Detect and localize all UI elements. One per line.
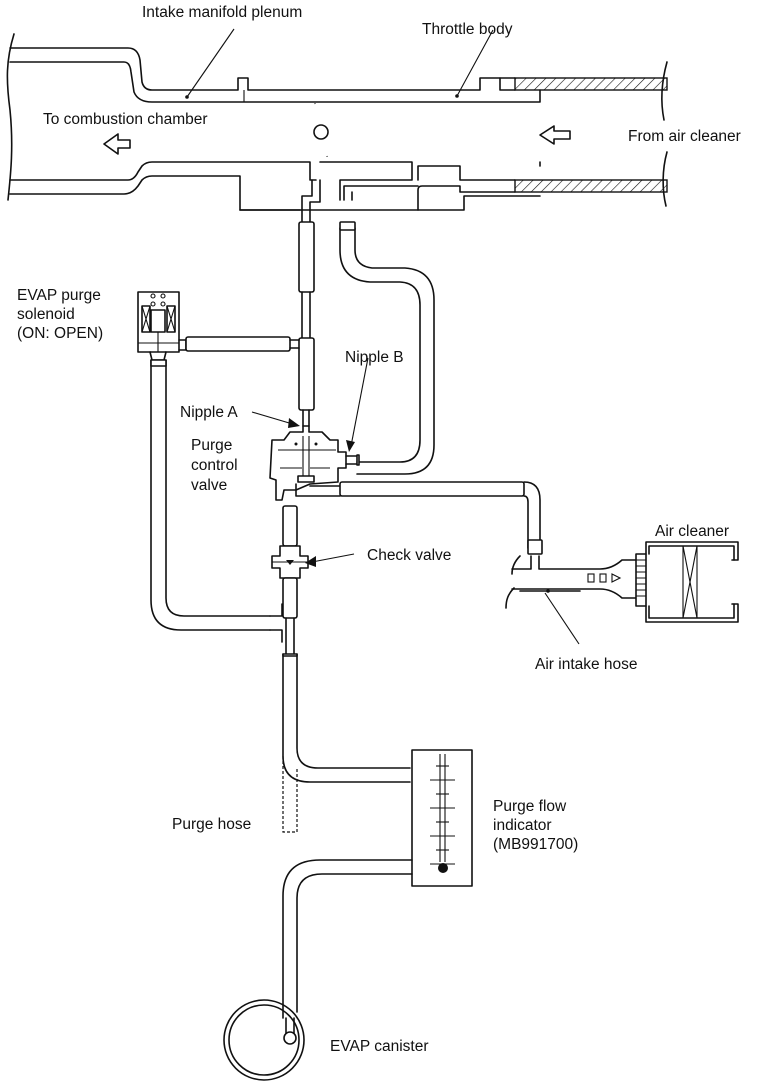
plenum-top-wall [9, 47, 501, 91]
plenum-bottom-inner [9, 175, 301, 211]
label-throttle-body: Throttle body [422, 21, 513, 38]
label-purge-control-valve-line3: valve [191, 477, 227, 494]
vacuum-line-nipple-a [298, 179, 321, 427]
label-to-combustion-chamber: To combustion chamber [43, 111, 208, 128]
label-nipple-a: Nipple A [180, 404, 238, 421]
purge-flow-indicator [411, 749, 473, 887]
evap-canister-assembly [223, 859, 413, 1081]
arrow-left-combustion-icon [103, 133, 131, 155]
plenum-bottom-wall [9, 161, 317, 181]
plenum-top-inner-wall [9, 61, 541, 103]
leader-throttle-body [456, 29, 494, 97]
check-valve-line [271, 505, 411, 833]
arrow-left-from-cleaner-icon [539, 125, 571, 145]
leader-air-intake-hose [544, 592, 580, 645]
evap-purge-solenoid [137, 291, 300, 361]
label-purge-control-valve-line1: Purge [191, 437, 232, 454]
leader-check-valve [311, 553, 355, 563]
label-purge-hose: Purge hose [172, 816, 251, 833]
throttle-bottom-wall [319, 161, 413, 201]
label-purge-control-valve-line2: control [191, 457, 238, 474]
label-air-cleaner: Air cleaner [655, 523, 729, 540]
hose-nipple-b [339, 185, 435, 475]
throttle-body-bottom-hatched [514, 179, 668, 193]
solenoid-down-hose [150, 359, 283, 643]
label-purge-flow-indicator-line3: (MB991700) [493, 836, 578, 853]
throttle-valve-icon [313, 103, 329, 157]
label-purge-flow-indicator-line2: indicator [493, 817, 552, 834]
flow-gauge-float [438, 863, 448, 873]
label-evap-canister: EVAP canister [330, 1038, 429, 1055]
purge-control-valve [251, 357, 543, 555]
leader-nipple-b [350, 357, 369, 447]
label-air-intake-hose: Air intake hose [535, 656, 638, 673]
leader-plenum [186, 28, 235, 98]
label-from-air-cleaner: From air cleaner [628, 128, 741, 145]
label-purge-flow-indicator-line1: Purge flow [493, 798, 567, 815]
intake-duct [6, 28, 668, 211]
label-intake-manifold-plenum: Intake manifold plenum [142, 4, 302, 21]
duct-break-right-top [661, 61, 668, 121]
label-evap-purge-solenoid-line2: solenoid [17, 306, 75, 323]
throttle-body-top-hatched [514, 77, 668, 91]
label-evap-purge-solenoid-line3: (ON: OPEN) [17, 325, 103, 342]
label-nipple-b: Nipple B [345, 349, 404, 366]
air-cleaner-assembly [505, 541, 739, 645]
label-check-valve: Check valve [367, 547, 451, 564]
throttle-body-base [239, 195, 541, 211]
duct-break-left [6, 33, 15, 201]
label-evap-purge-solenoid-line1: EVAP purge [17, 287, 101, 304]
duct-break-right-bottom [662, 151, 668, 207]
